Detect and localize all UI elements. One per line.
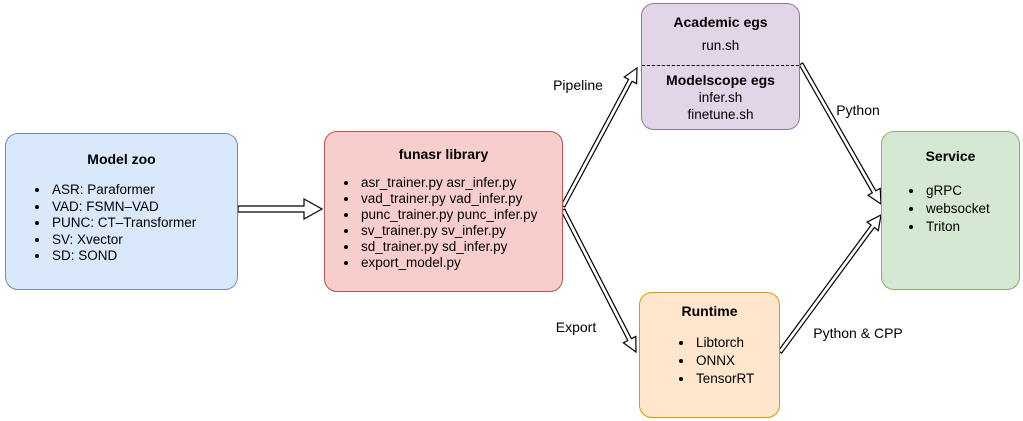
list-item: asr_trainer.py asr_infer.py — [359, 175, 562, 191]
list-item: sv_trainer.py sv_infer.py — [359, 223, 562, 239]
list-item: SV: Xvector — [50, 232, 237, 249]
academic-egs-title: Academic egs — [673, 14, 768, 30]
list-item: export_model.py — [359, 255, 562, 271]
model-zoo-title: Model zoo — [87, 151, 156, 167]
list-item: TensorRT — [694, 370, 779, 388]
edge-label-python: Python — [836, 102, 880, 118]
list-item: VAD: FSMN–VAD — [50, 199, 237, 216]
service-title: Service — [925, 148, 976, 164]
funasr-library-list: asr_trainer.py asr_infer.py vad_trainer.… — [325, 175, 562, 271]
modelscope-egs-title: Modelscope egs — [666, 72, 775, 88]
list-item: punc_trainer.py punc_infer.py — [359, 207, 562, 223]
model-zoo-list: ASR: Paraformer VAD: FSMN–VAD PUNC: CT–T… — [6, 182, 237, 265]
list-item: ONNX — [694, 352, 779, 370]
service-list: gRPC websocket Triton — [882, 182, 1019, 236]
modelscope-egs-item: infer.sh — [698, 90, 743, 105]
funasr-library-title: funasr library — [398, 146, 489, 162]
dashed-divider — [642, 65, 799, 66]
list-item: Libtorch — [694, 334, 779, 352]
list-item: gRPC — [924, 182, 1019, 200]
arrow-funasr-to-runtime — [560, 208, 637, 354]
academic-egs-section: Academic egs run.sh — [642, 4, 799, 54]
list-item: Triton — [924, 218, 1019, 236]
node-egs: Academic egs run.sh Modelscope egs infer… — [641, 3, 800, 130]
list-item: vad_trainer.py vad_infer.py — [359, 191, 562, 207]
arrow-egs-to-service — [798, 62, 882, 206]
list-item: SD: SOND — [50, 248, 237, 265]
academic-egs-item: run.sh — [701, 38, 740, 53]
edge-label-python-cpp: Python & CPP — [813, 325, 903, 341]
list-item: websocket — [924, 200, 1019, 218]
runtime-title: Runtime — [681, 303, 738, 319]
node-service: Service gRPC websocket Triton — [881, 131, 1020, 290]
arrow-runtime-to-service — [777, 213, 882, 355]
arrow-funasr-to-egs — [560, 66, 638, 208]
list-item: sd_trainer.py sd_infer.py — [359, 239, 562, 255]
edge-label-export: Export — [555, 319, 597, 335]
edge-label-pipeline: Pipeline — [553, 77, 603, 93]
node-model-zoo: Model zoo ASR: Paraformer VAD: FSMN–VAD … — [5, 133, 238, 290]
modelscope-egs-section: Modelscope egs infer.sh finetune.sh — [642, 54, 799, 123]
list-item: ASR: Paraformer — [50, 182, 237, 199]
arrow-modelzoo-to-funasr — [237, 197, 324, 221]
arrow-group — [237, 62, 882, 355]
node-runtime: Runtime Libtorch ONNX TensorRT — [639, 292, 780, 418]
runtime-list: Libtorch ONNX TensorRT — [640, 334, 779, 388]
node-funasr-library: funasr library asr_trainer.py asr_infer.… — [324, 131, 563, 292]
modelscope-egs-item: finetune.sh — [687, 107, 754, 122]
list-item: PUNC: CT–Transformer — [50, 215, 237, 232]
